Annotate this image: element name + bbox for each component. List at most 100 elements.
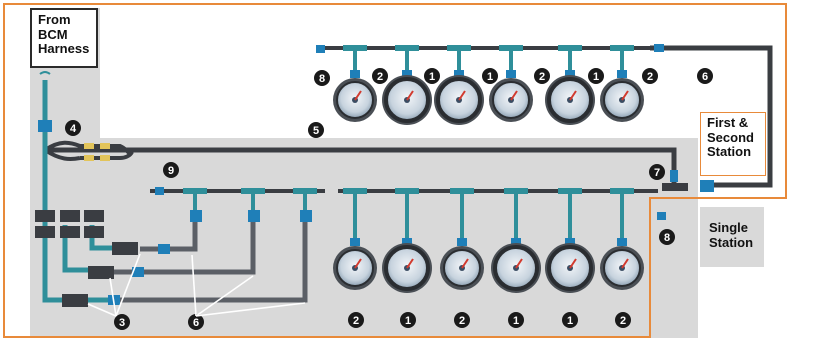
callout-number: 6 — [697, 68, 713, 84]
callout-circle — [188, 314, 204, 330]
callout-label: 1 — [429, 71, 435, 83]
station-connector — [700, 180, 714, 192]
callout-pointer — [109, 277, 117, 317]
junction-tee — [662, 183, 688, 191]
callout-circle — [508, 312, 524, 328]
single-label-line: Single — [709, 220, 749, 235]
callout-number: 1 — [400, 312, 416, 328]
callout-label: 2 — [353, 315, 359, 327]
callout-label: 2 — [459, 315, 465, 327]
drop-connector — [190, 210, 202, 222]
callout-number: 2 — [454, 312, 470, 328]
gauge — [545, 243, 595, 293]
junction-block — [84, 210, 104, 222]
callout-label: 8 — [664, 232, 670, 244]
gauge-needle — [354, 258, 362, 269]
callout-label: 8 — [319, 73, 325, 85]
gauge-needle — [406, 258, 414, 269]
lower-panel — [30, 138, 698, 338]
gauge — [600, 78, 644, 122]
callout-number: 3 — [114, 314, 130, 330]
inline-module — [62, 294, 88, 307]
tee-drop — [382, 188, 432, 293]
terminator — [316, 45, 325, 53]
callout-number: 1 — [424, 68, 440, 84]
junction-block — [60, 210, 80, 222]
tee-drop — [434, 45, 484, 125]
gauge — [489, 78, 533, 122]
tee-drop — [491, 188, 541, 293]
callout-circle — [482, 68, 498, 84]
tee-connector — [402, 70, 412, 78]
callout-label: 4 — [70, 123, 77, 135]
callout-circle — [114, 314, 130, 330]
tee-drop — [489, 45, 533, 122]
gauge-needle — [458, 90, 466, 101]
callout-circle — [424, 68, 440, 84]
inline-module — [88, 266, 114, 279]
callout-number: 5 — [308, 122, 324, 138]
callout-circle — [163, 162, 179, 178]
callout-number: 9 — [163, 162, 179, 178]
callout-circle — [348, 312, 364, 328]
tee-connector — [457, 238, 467, 246]
diagram-frame — [3, 3, 787, 338]
callout-circle — [314, 70, 330, 86]
callout-number: 2 — [534, 68, 550, 84]
bcm-harness — [42, 80, 115, 303]
splitter-connector — [100, 155, 110, 161]
tee-connector — [617, 238, 627, 246]
gauge-needle — [569, 258, 577, 269]
top-gauge-row — [333, 45, 644, 125]
drop-connector — [132, 267, 144, 277]
tee-drop — [382, 45, 432, 125]
tee-connector — [565, 238, 575, 246]
terminator — [657, 212, 666, 220]
tee-drop — [600, 188, 644, 290]
bcm-label-line: BCM — [38, 26, 68, 42]
tee-connector — [565, 70, 575, 78]
junction-block — [84, 226, 104, 238]
callout-circle — [372, 68, 388, 84]
tee-connector — [402, 238, 412, 246]
callout-pointer — [87, 303, 117, 317]
callout-circle — [588, 68, 604, 84]
gauge — [434, 75, 484, 125]
junction-tee-connector — [670, 170, 678, 182]
callout-circle — [642, 68, 658, 84]
gauge — [440, 246, 484, 290]
splitter-connector — [100, 143, 110, 149]
callout-label: 2 — [620, 315, 626, 327]
callout-circle — [308, 122, 324, 138]
gauge-needle — [510, 90, 518, 101]
gauge-needle — [461, 258, 469, 269]
callout-circle — [615, 312, 631, 328]
station-connector — [654, 44, 664, 52]
gauge — [600, 246, 644, 290]
station-cable — [650, 45, 773, 188]
callout-label: 3 — [119, 317, 125, 329]
drop-connector — [300, 210, 312, 222]
single-station-label: Single Station — [700, 207, 764, 267]
splitter-connector — [84, 143, 94, 149]
single-label-line: Station — [709, 234, 754, 250]
callout-label: 7 — [654, 167, 660, 179]
callout-number: 7 — [649, 164, 665, 180]
callout-number: 8 — [659, 229, 675, 245]
gauge-needle — [621, 258, 629, 269]
bottom-gauge-row — [183, 188, 644, 293]
gauge — [382, 75, 432, 125]
callout-pointer — [115, 253, 141, 317]
callout-circle — [65, 120, 81, 136]
gauge-needle — [621, 90, 629, 101]
callout-pointer — [195, 275, 254, 317]
harness-connector — [38, 120, 52, 132]
callout-pointer — [195, 302, 306, 317]
drop-cable — [114, 218, 256, 275]
junction-block — [60, 226, 80, 238]
gauge — [333, 78, 377, 122]
callout-number: 4 — [65, 120, 81, 136]
gauge — [382, 243, 432, 293]
